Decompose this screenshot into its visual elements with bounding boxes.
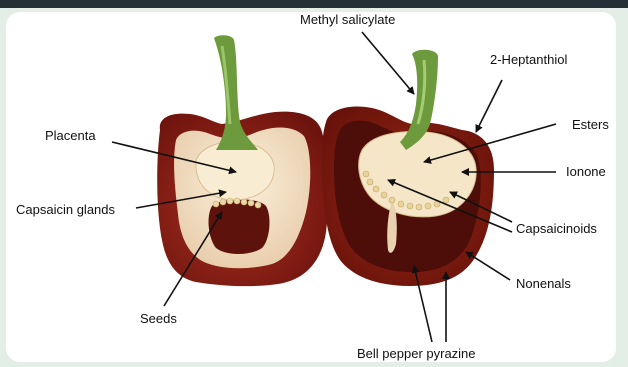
left-placenta [196,142,274,200]
right-pepper-half [322,50,494,286]
label-2-heptanthiol: 2-Heptanthiol [490,52,567,67]
label-methyl-salicylate: Methyl salicylate [300,12,395,27]
label-placenta: Placenta [45,128,96,143]
left-pepper-half [157,35,328,286]
arrow-nonenals [466,252,510,280]
arrow-methyl-salicylate [362,32,414,94]
label-capsaicin-glands: Capsaicin glands [16,202,115,217]
label-nonenals: Nonenals [516,276,571,291]
label-capsaicinoids: Capsaicinoids [516,221,597,236]
label-bell-pepper-pyrazine: Bell pepper pyrazine [357,346,476,361]
label-seeds: Seeds [140,311,177,326]
arrow-heptanthiol [476,80,502,132]
label-esters: Esters [572,117,609,132]
label-ionone: Ionone [566,164,606,179]
left-seed-cavity [209,199,270,254]
